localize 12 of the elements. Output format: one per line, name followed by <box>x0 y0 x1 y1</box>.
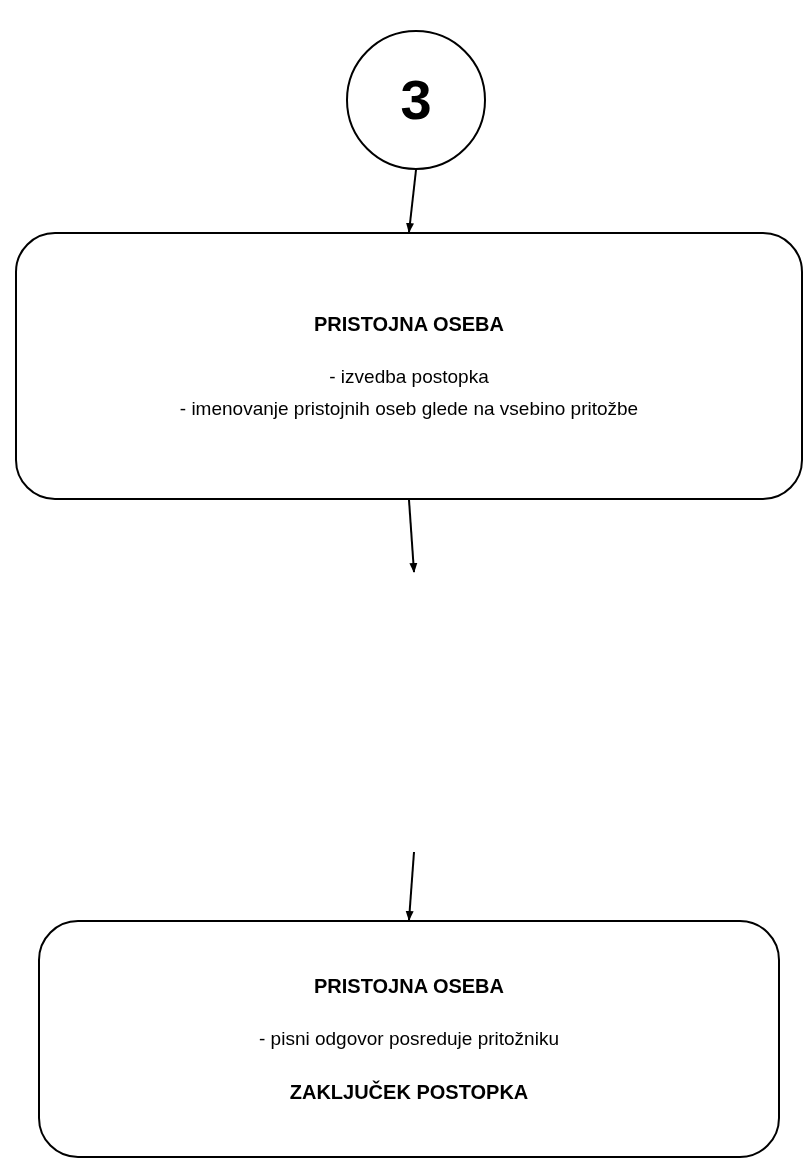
box-heading: PRISTOJNA OSEBA <box>313 973 504 999</box>
box-item: - izvedba postopka <box>329 364 489 389</box>
box-item: - pisni odgovor posreduje pritožniku <box>259 1026 559 1051</box>
process-box <box>15 232 803 500</box>
arrow <box>405 851 415 921</box>
box-heading: PRISTOJNA OSEBA <box>313 311 504 337</box>
step-number: 3 <box>400 67 432 133</box>
process-box <box>38 920 780 1158</box>
box-item: - imenovanje pristojnih oseb glede na vsebino pritožbe <box>179 397 639 421</box>
arrow <box>408 499 418 573</box>
arrow <box>406 169 417 233</box>
box-heading: ZAKLJUČEK POSTOPKA <box>289 1079 529 1106</box>
